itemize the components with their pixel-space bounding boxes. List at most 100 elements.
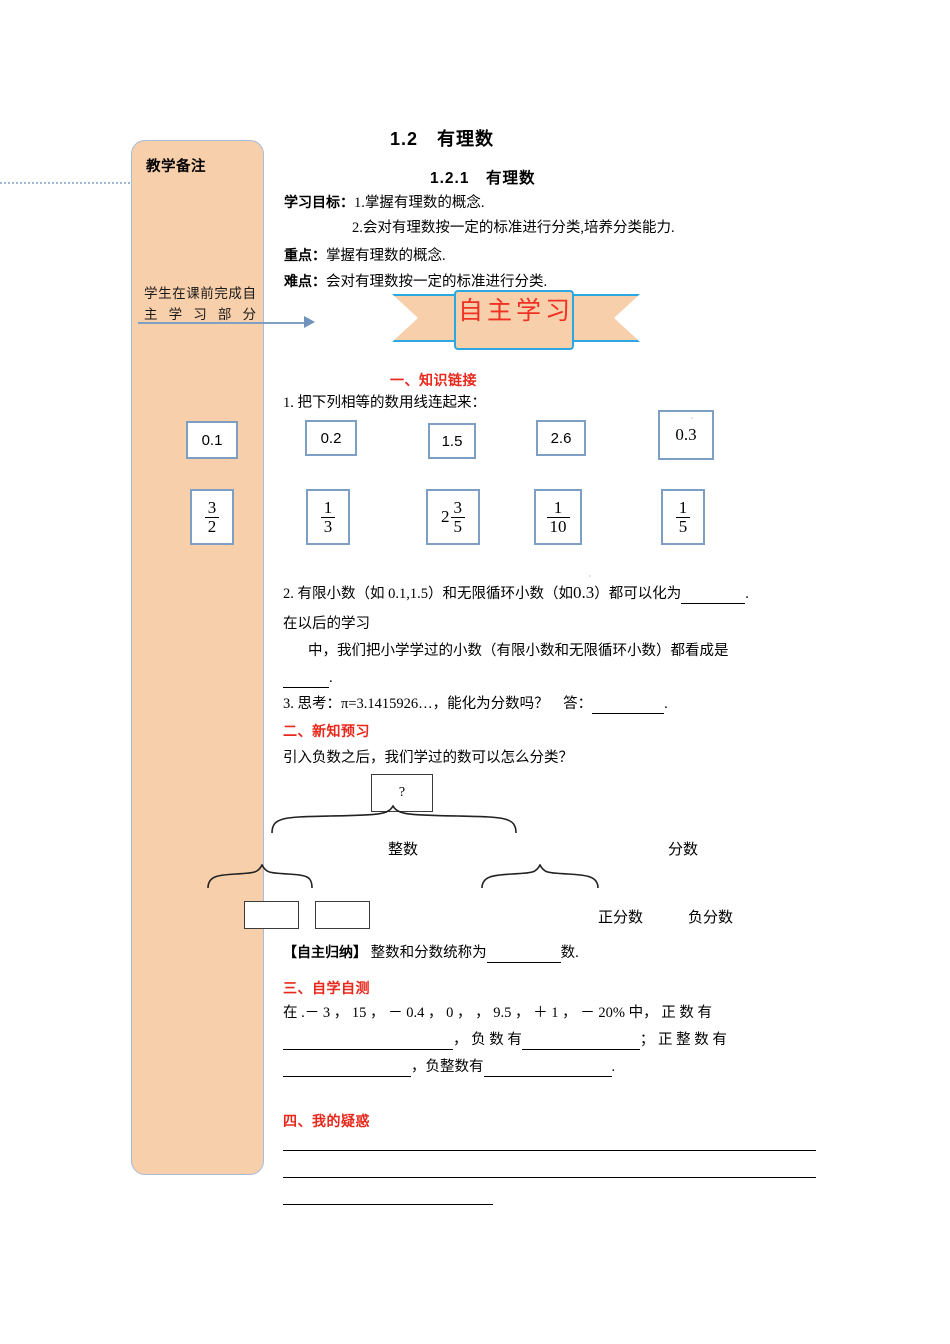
self-test-line-2: ， 负 数 有 ； 正 整 数 有 (283, 1030, 727, 1050)
fraction-denominator: 2 (204, 516, 220, 536)
question-2-line-3: 中，我们把小学学过的小数（有限小数和无限循环小数）都看成是 (308, 641, 729, 661)
self-summary-text-a: 整数和分数统称为 (370, 945, 487, 961)
value-box-2-6: 2.6 (536, 420, 586, 456)
value-box-one-fifth: 1 5 (661, 489, 705, 545)
sidebar-title: 教学备注 (146, 159, 206, 175)
tree-label-fractions: 分数 (668, 842, 699, 858)
self-summary-label: 【自主归纳】 (283, 944, 367, 960)
fraction-denominator: 3 (320, 516, 336, 536)
page-divider-dotted (0, 182, 130, 184)
q2-rep-value: 0.3 (573, 583, 595, 602)
fraction-numerator: 3 (453, 497, 463, 517)
tree-root-label: ? (398, 785, 406, 800)
mixed-number-2-3-5: 2 3 5 (441, 497, 465, 536)
q2-repeating-decimal: ˙0.3 (573, 575, 595, 603)
value-box-one-tenth: 1 10 (534, 489, 582, 545)
q2-text-e: . (329, 670, 333, 686)
section-heading-my-doubts: 四、我的疑惑 (283, 1113, 370, 1129)
question-2-line-2: 在以后的学习 (283, 616, 370, 632)
section-heading-self-test: 三、自学自测 (283, 980, 370, 996)
q2-text-a: 2. 有限小数（如 0.1,1.5）和无限循环小数（如 (283, 586, 573, 602)
answer-blank[interactable] (681, 603, 746, 604)
self-test-text-b: ， 负 数 有 (453, 1032, 522, 1048)
tree-label-positive-fraction: 正分数 (598, 910, 644, 926)
fraction-numerator: 1 (553, 497, 563, 517)
tree-root-box: ? (371, 774, 433, 812)
key-point-text: 掌握有理数的概念. (326, 248, 446, 264)
page-title: 1.2 有理数 (390, 129, 495, 149)
value-box-0-2: 0.2 (305, 420, 357, 456)
fraction-denominator: 5 (450, 516, 465, 536)
fraction-3-2: 3 2 (204, 498, 220, 536)
self-study-ribbon: 自主学习 (392, 290, 640, 352)
repeating-decimal: ˙ 0.3 (675, 417, 696, 445)
value-box-repeating-0-3: ˙ 0.3 (658, 410, 714, 460)
ribbon-center-plate: 自主学习 (454, 290, 574, 350)
sidebar-value-box-three-halves: 3 2 (190, 489, 234, 545)
objective-2: 2.会对有理数按一定的标准进行分类,培养分类能力. (352, 220, 675, 236)
answer-blank[interactable] (483, 1076, 612, 1077)
value-text: 1.5 (441, 432, 463, 450)
mixed-whole: 2 (441, 507, 450, 526)
learning-objectives-line-2: 2.会对有理数按一定的标准进行分类,培养分类能力. (352, 218, 675, 238)
difficult-point-line: 难点：会对有理数按一定的标准进行分类. (284, 271, 547, 292)
self-test-text-c: ； 正 整 数 有 (639, 1032, 727, 1048)
key-point-label: 重点： (284, 247, 326, 263)
tree-blank-box-right[interactable] (315, 901, 370, 929)
value-box-mixed-two-three-fifths: 2 3 5 (426, 489, 480, 545)
question-3-line: 3. 思考：π=3.1415926…，能化为分数吗？ 答：. (283, 694, 668, 714)
doubt-write-line-1[interactable] (283, 1150, 816, 1151)
q2-text-c: . (745, 586, 749, 602)
key-point-line: 重点：掌握有理数的概念. (284, 245, 446, 266)
value-text: 0.1 (201, 431, 223, 449)
answer-blank[interactable] (283, 1049, 453, 1050)
self-test-line-3: ，负整数有. (283, 1057, 615, 1077)
answer-blank[interactable] (592, 713, 665, 714)
repeat-dot-icon: ˙ (690, 416, 694, 426)
value-box-one-third: 1 3 (306, 489, 350, 545)
fraction-numerator: 1 (323, 497, 333, 517)
learning-objectives-label: 学习目标： (284, 194, 354, 210)
fraction-1-5: 1 5 (675, 497, 691, 536)
fraction-1-10: 1 10 (546, 497, 570, 536)
page-subtitle: 1.2.1 有理数 (430, 170, 536, 187)
answer-blank[interactable] (521, 1049, 640, 1050)
fraction-numerator: 1 (678, 497, 688, 517)
mixed-fraction: 3 5 (450, 497, 465, 536)
value-text: 2.6 (550, 429, 572, 447)
fraction-denominator: 10 (546, 516, 570, 536)
tree-brace-top (271, 805, 517, 834)
ribbon-label: 自主学习 (457, 297, 574, 325)
answer-blank[interactable] (283, 1076, 411, 1077)
teaching-notes-sidebar: 教学备注 学生在课前完成自主学习部分 (131, 140, 264, 1175)
doubt-write-line-2[interactable] (283, 1177, 816, 1178)
tree-brace-fractions (481, 864, 599, 889)
value-text: 0.2 (320, 429, 342, 447)
question-2-line-4: . (283, 668, 333, 688)
self-test-text-e: . (611, 1059, 616, 1075)
section-2-prompt: 引入负数之后，我们学过的数可以怎么分类？ (283, 750, 573, 766)
sidebar-value-box-0-1: 0.1 (186, 421, 238, 459)
answer-blank[interactable] (283, 687, 329, 688)
difficult-point-label: 难点： (284, 273, 326, 289)
q2-text-b: ）都可以化为 (594, 586, 682, 602)
answer-blank[interactable] (486, 962, 561, 963)
value-box-1-5: 1.5 (428, 423, 476, 459)
tree-label-negative-fraction: 负分数 (688, 910, 734, 926)
self-test-line-1: 在 .－ 3 ， 15 ， － 0.4 ， 0 ， ， 9.5 ， ＋ 1 ， … (283, 1005, 712, 1021)
question-2-line-1: 2. 有限小数（如 0.1,1.5）和无限循环小数（如˙0.3）都可以化为. (283, 575, 749, 604)
doubt-write-line-3[interactable] (283, 1204, 493, 1205)
objective-1: 1.掌握有理数的概念. (354, 195, 485, 211)
question-1-prompt: 1. 把下列相等的数用线连起来： (283, 395, 486, 411)
tree-blank-box-left[interactable] (244, 901, 299, 929)
self-summary-text-b: 数. (560, 945, 579, 961)
repeat-dot-icon: ˙ (588, 574, 592, 584)
self-summary-line: 【自主归纳】 整数和分数统称为 数. (283, 942, 579, 963)
pointer-arrow-line (138, 322, 306, 324)
section-heading-knowledge-link: 一、知识链接 (390, 372, 477, 388)
tree-brace-integers (207, 864, 313, 889)
learning-objectives-line-1: 学习目标：1.掌握有理数的概念. (284, 192, 485, 213)
fraction-1-3: 1 3 (320, 497, 336, 536)
difficult-point-text: 会对有理数按一定的标准进行分类. (326, 274, 548, 290)
